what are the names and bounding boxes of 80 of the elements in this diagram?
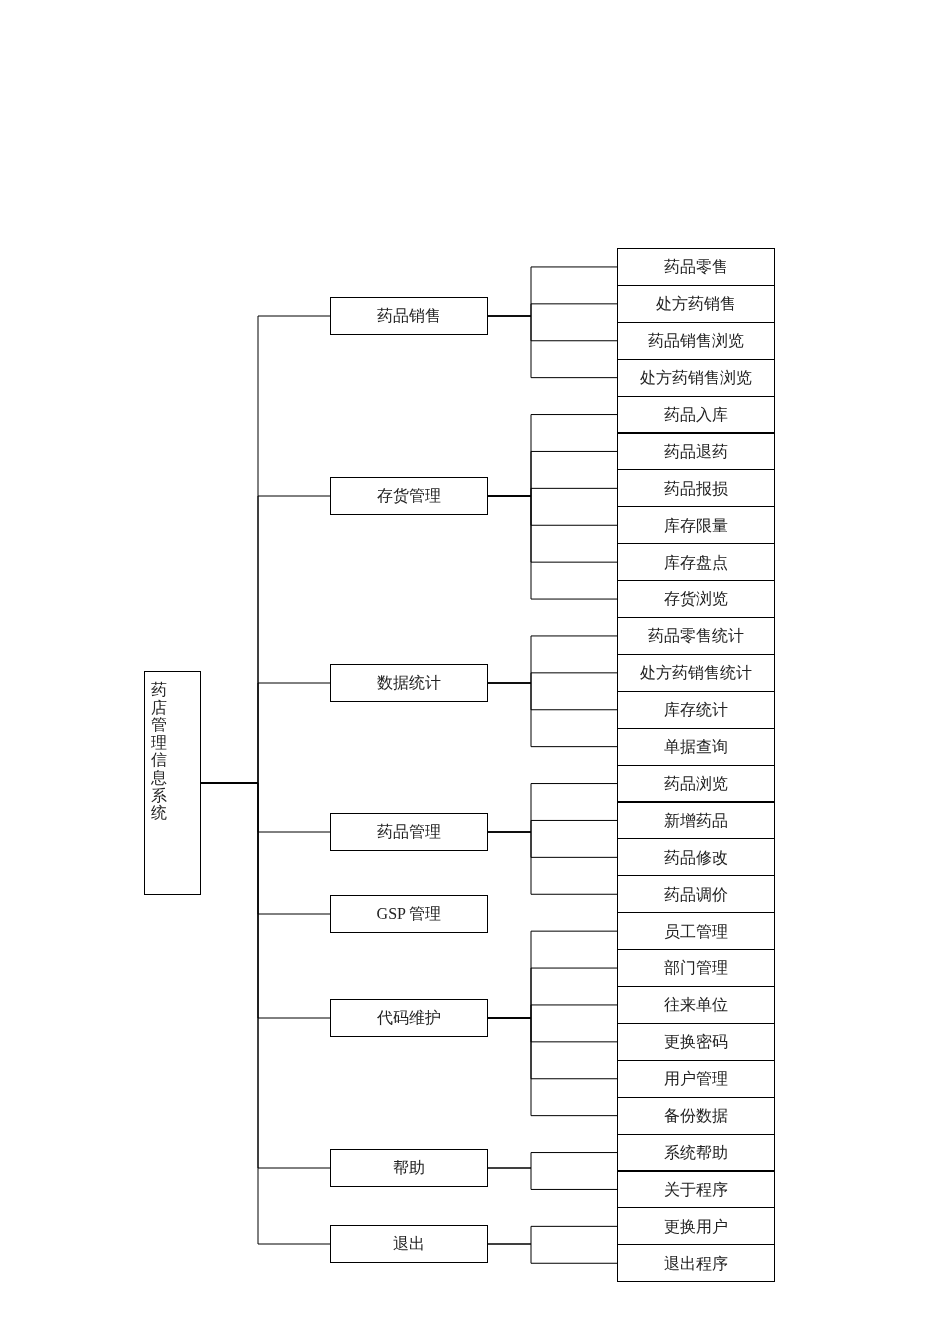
function-box: [617, 395, 775, 434]
box-label: 药品退药: [664, 441, 728, 462]
box-label: 退出程序: [664, 1253, 728, 1273]
module-box: [330, 895, 488, 933]
function-box: [617, 580, 775, 618]
box-label: 药品销售: [377, 306, 441, 326]
function-box: [617, 727, 775, 766]
connector-line: [487, 1243, 618, 1264]
function-box: [617, 543, 775, 582]
function-box: [617, 1096, 775, 1135]
box-label: 药品管理: [377, 822, 441, 842]
box-label: 库存限量: [664, 515, 728, 535]
box-label: 关于程序: [664, 1179, 728, 1200]
function-box: [617, 617, 775, 655]
module-box: [330, 1149, 488, 1187]
function-box: [617, 986, 775, 1024]
box-label: 药品入库: [664, 404, 728, 425]
connector-line: [487, 682, 618, 748]
connector-line: [487, 1167, 618, 1190]
module-box: [330, 477, 488, 515]
box-label: 药品调价: [664, 884, 728, 904]
connector-line: [487, 831, 618, 895]
box-label: 药品浏览: [664, 773, 728, 794]
function-box: [617, 875, 775, 914]
module-box: [330, 297, 488, 335]
box-label: 药品零售统计: [648, 626, 744, 646]
function-box: [617, 284, 775, 323]
box-label: 存货浏览: [664, 589, 728, 609]
box-label: 处方药销售: [656, 294, 736, 314]
box-label: 帮助: [393, 1158, 425, 1178]
connector-line: [487, 1017, 618, 1117]
function-box: [617, 912, 775, 951]
box-label: 系统帮助: [664, 1142, 728, 1163]
module-box: [330, 664, 488, 702]
box-label: 更换用户: [664, 1216, 728, 1236]
box-label: 处方药销售浏览: [640, 368, 752, 388]
function-box: [617, 653, 775, 692]
function-box: [617, 801, 775, 840]
box-label: 员工管理: [664, 921, 728, 941]
box-label: 用户管理: [664, 1069, 728, 1089]
box-label: 药品修改: [664, 847, 728, 867]
function-box: [617, 949, 775, 987]
root-box: [144, 671, 201, 895]
function-box: [617, 838, 775, 877]
box-label: 药品零售: [664, 257, 728, 277]
connector-line: [487, 315, 618, 379]
function-box: [617, 1207, 775, 1246]
function-box: [617, 1059, 775, 1098]
box-label: 部门管理: [664, 958, 728, 978]
function-box: [617, 1170, 775, 1209]
function-box: [617, 690, 775, 729]
box-label: 库存盘点: [664, 552, 728, 572]
box-label: 药品报损: [664, 478, 728, 498]
function-box: [617, 432, 775, 471]
module-box: [330, 1225, 488, 1263]
box-label: 备份数据: [664, 1106, 728, 1126]
function-box: [617, 1133, 775, 1172]
box-label: 代码维护: [377, 1008, 441, 1028]
box-label: 处方药销售统计: [640, 663, 752, 683]
box-label: 药品销售浏览: [648, 331, 744, 351]
function-box: [617, 1244, 775, 1283]
box-label: 往来单位: [664, 995, 728, 1015]
box-label: GSP 管理: [376, 904, 442, 924]
module-box: [330, 813, 488, 851]
function-box: [617, 469, 775, 508]
box-label: 数据统计: [377, 673, 441, 693]
function-box: [617, 358, 775, 397]
box-label: 新增药品: [664, 810, 728, 831]
module-box: [330, 999, 488, 1037]
function-box: [617, 248, 775, 286]
function-box: [617, 506, 775, 545]
box-label: 更换密码: [664, 1032, 728, 1052]
function-box: [617, 764, 775, 803]
box-label: 存货管理: [377, 486, 441, 506]
box-label: 单据查询: [664, 737, 728, 757]
box-label: 退出: [393, 1234, 425, 1254]
function-box: [617, 1022, 775, 1061]
function-box: [617, 321, 775, 360]
box-label: 药店管理信息系统: [151, 681, 167, 822]
box-label: 库存统计: [664, 700, 728, 720]
